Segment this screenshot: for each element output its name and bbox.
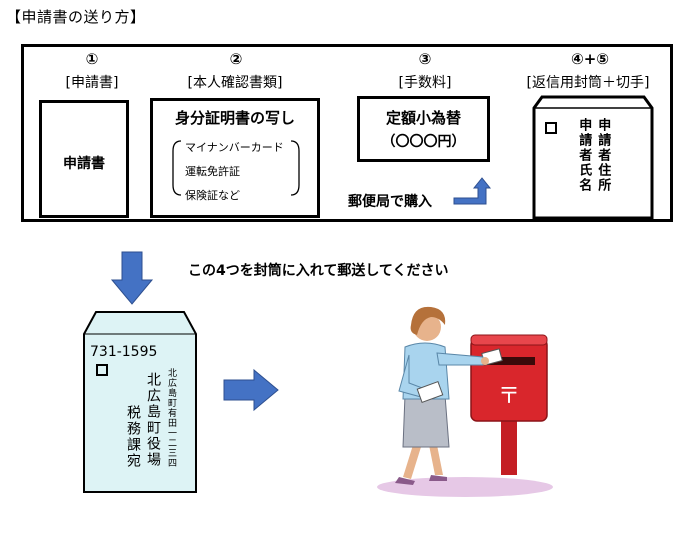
item-number-4: ④+⑤ xyxy=(571,50,609,68)
item-number-1: ① xyxy=(85,50,99,68)
item-label-3: [手数料] xyxy=(398,75,452,91)
right-arrow-icon xyxy=(223,368,279,412)
item-label-1: [申請書] xyxy=(65,75,119,91)
bracket-marks xyxy=(172,140,300,196)
application-form-label: 申請書 xyxy=(63,156,105,172)
return-envelope-box xyxy=(532,95,654,220)
envelope-dept: 税務課宛 xyxy=(125,405,141,469)
return-address-label: 申請者住所 xyxy=(595,118,611,193)
item-number-3: ③ xyxy=(418,50,432,68)
fee-line1: 定額小為替 xyxy=(385,109,461,127)
fee-box: 定額小為替 （〇〇〇円） xyxy=(357,96,490,162)
envelope-address: 北広島町有田一二三四 xyxy=(166,368,176,468)
bent-arrow-icon xyxy=(453,177,492,205)
contents-frame xyxy=(21,44,673,222)
envelope-stamp-box xyxy=(96,364,108,376)
post-office-note: 郵便局で購入 xyxy=(348,194,432,210)
postal-code: 731-1595 xyxy=(90,344,158,360)
fee-line2: （〇〇〇円） xyxy=(381,134,466,150)
envelope-office: 北広島町役場 xyxy=(145,372,161,468)
down-arrow-icon xyxy=(110,251,154,305)
instruction-text: この4つを封筒に入れて郵送してください xyxy=(188,263,449,279)
id-document-heading: 身分証明書の写し xyxy=(174,109,295,127)
stamp-box xyxy=(545,122,557,134)
item-label-4: [返信用封筒＋切手] xyxy=(526,75,650,91)
id-item-mynumber: マイナンバーカード xyxy=(185,141,284,154)
posting-illustration: 〒 xyxy=(377,306,553,497)
id-item-license: 運転免許証 xyxy=(185,165,240,178)
id-item-insurance: 保険証など xyxy=(185,189,240,202)
id-document-box: 身分証明書の写し マイナンバーカード 運転免許証 保険証など xyxy=(150,98,320,218)
item-number-2: ② xyxy=(229,50,243,68)
mailing-envelope xyxy=(83,311,197,493)
application-form-box: 申請書 xyxy=(39,100,129,218)
return-name-label: 申請者氏名 xyxy=(576,118,592,193)
page-title: 【申請書の送り方】 xyxy=(6,8,146,26)
item-label-2: [本人確認書類] xyxy=(187,75,283,91)
svg-text:〒: 〒 xyxy=(498,384,520,409)
